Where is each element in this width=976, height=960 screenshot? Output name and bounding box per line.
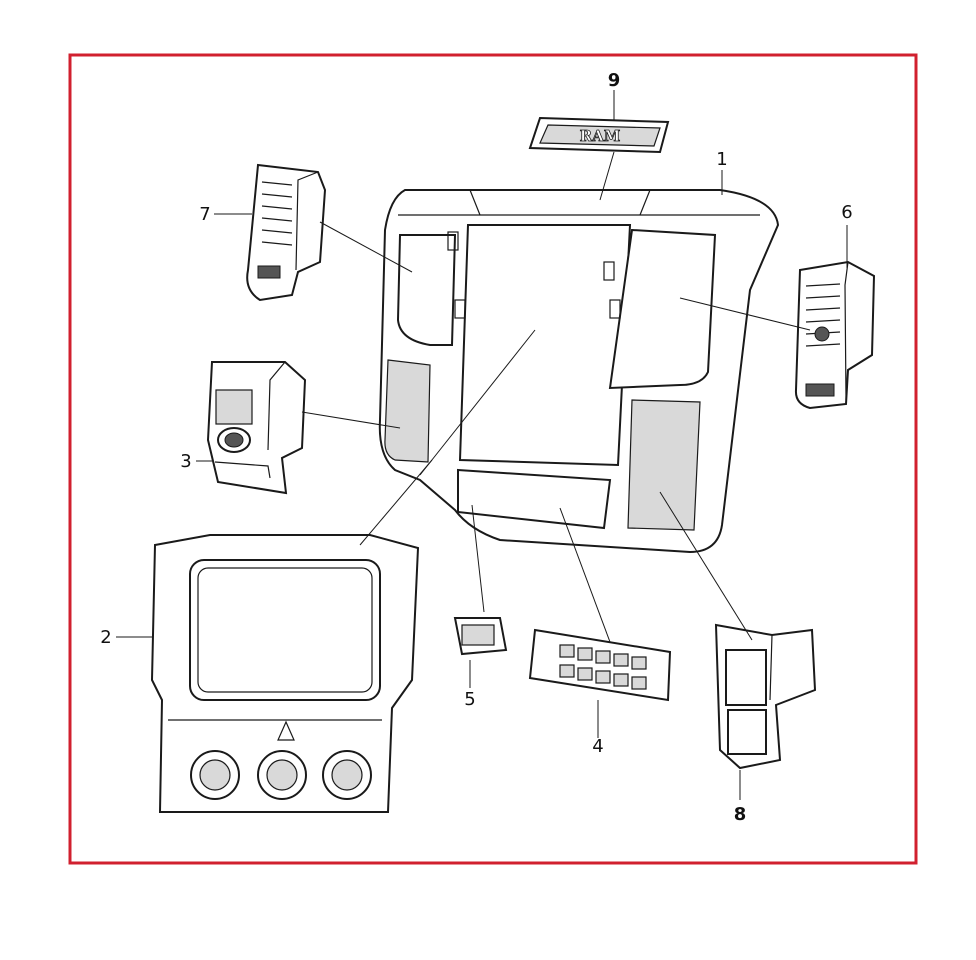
callout-3: 3 — [180, 451, 191, 472]
callout-2: 2 — [100, 627, 111, 648]
part-4-switch-bank[interactable] — [528, 628, 672, 702]
callout-7: 7 — [199, 204, 210, 225]
ram-logo-text: RAM — [580, 127, 621, 145]
leader-lines — [116, 90, 848, 800]
part-2-lower-bezel[interactable] — [150, 534, 420, 813]
callout-5: 5 — [464, 689, 475, 710]
callout-1: 1 — [716, 149, 727, 170]
part-6-right-air-vent[interactable] — [794, 260, 876, 410]
callout-4: 4 — [592, 736, 603, 757]
callout-6: 6 — [841, 202, 852, 223]
part-9-ram-badge[interactable]: RAM — [528, 116, 670, 154]
callout-9: 9 — [608, 70, 621, 91]
callout-8: 8 — [734, 804, 747, 825]
part-8-storage-bin[interactable] — [714, 623, 817, 770]
part-1-instrument-bezel[interactable] — [378, 189, 780, 554]
part-7-left-air-vent[interactable] — [246, 163, 327, 302]
part-3-rotary-switch-module[interactable] — [206, 361, 307, 495]
part-5-small-switch[interactable] — [453, 617, 508, 656]
diagram-frame — [68, 53, 918, 865]
